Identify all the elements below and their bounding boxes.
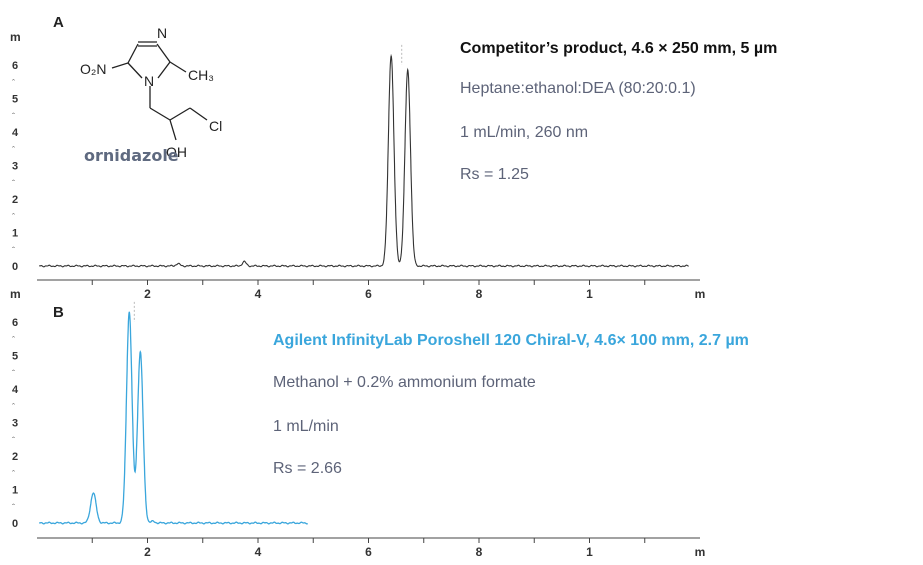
atom-n-ring: N <box>144 73 154 89</box>
x-tick-label: 2 <box>144 287 151 301</box>
y-tick-label: 2 <box>12 194 18 206</box>
y-minor-tick-icon: ˆ <box>12 469 15 479</box>
x-tick-label: 8 <box>476 545 483 559</box>
y-tick-label: 2 <box>12 451 18 463</box>
resolution-a: Rs = 1.25 <box>460 166 529 183</box>
x-axis-label: m <box>695 287 706 301</box>
x-axis-label: m <box>695 545 706 559</box>
y-tick-label: 3 <box>12 161 18 173</box>
y-tick-label: 1 <box>12 228 18 240</box>
method-info-b: Agilent InfinityLab Poroshell 120 Chiral… <box>273 332 749 477</box>
y-axis-label: m <box>10 287 21 301</box>
y-tick-label: 4 <box>12 127 19 139</box>
atom-cl: Cl <box>209 118 222 134</box>
panel-letter-b: B <box>53 304 64 321</box>
y-axis-label: m <box>10 30 21 44</box>
x-tick-label: 8 <box>476 287 483 301</box>
y-minor-tick-icon: ˆ <box>12 145 15 155</box>
peak-apex-2 <box>128 311 130 313</box>
y-tick-label: 4 <box>12 384 19 396</box>
y-minor-tick-icon: ˆ <box>12 402 15 412</box>
y-tick-label: 0 <box>12 518 18 530</box>
y-tick-label: 5 <box>12 351 18 363</box>
x-tick-label: 2 <box>144 545 151 559</box>
x-tick-label: 1 <box>586 545 593 559</box>
chromatogram-trace <box>39 55 689 268</box>
chromatogram-a: m 6 ˆ 5 ˆ 4 ˆ 3 ˆ 2 ˆ 1 ˆ 0 2 4 6 8 1 m <box>10 30 705 301</box>
x-tick-label: 1 <box>586 287 593 301</box>
peak-apex-1 <box>92 492 94 494</box>
y-tick-label: 5 <box>12 94 18 106</box>
y-tick-label: 1 <box>12 485 18 497</box>
conditions-b: 1 mL/min <box>273 418 339 435</box>
x-tick-label: 6 <box>365 545 372 559</box>
chromatogram-b: m 6 ˆ 5 ˆ 4 ˆ 3 ˆ 2 ˆ 1 ˆ 0 2 4 6 8 1 m <box>10 287 705 559</box>
atom-oh: OH <box>166 144 187 160</box>
y-minor-tick-icon: ˆ <box>12 212 15 222</box>
y-minor-tick-icon: ˆ <box>12 178 15 188</box>
y-tick-label: 6 <box>12 60 18 72</box>
ornidazole-structure-icon <box>111 41 208 141</box>
mobile-phase-b: Methanol + 0.2% ammonium formate <box>273 374 536 391</box>
compound-name: ornidazole <box>84 146 179 165</box>
atom-no2: O₂N <box>80 61 106 77</box>
panel-letter-a: A <box>53 14 64 31</box>
method-info-a: Competitor’s product, 4.6 × 250 mm, 5 µm… <box>460 40 778 183</box>
y-minor-tick-icon: ˆ <box>12 78 15 88</box>
y-tick-label: 3 <box>12 418 18 430</box>
atom-n-top: N <box>157 25 167 41</box>
resolution-b: Rs = 2.66 <box>273 460 342 477</box>
y-minor-tick-icon: ˆ <box>12 435 15 445</box>
x-tick-label: 4 <box>255 545 262 559</box>
y-minor-tick-icon: ˆ <box>12 111 15 121</box>
conditions-a: 1 mL/min, 260 nm <box>460 124 589 141</box>
mobile-phase-a: Heptane:ethanol:DEA (80:20:0.1) <box>460 80 696 97</box>
y-tick-label: 6 <box>12 317 18 329</box>
y-minor-tick-icon: ˆ <box>12 335 15 345</box>
y-minor-tick-icon: ˆ <box>12 245 15 255</box>
x-tick-label: 4 <box>255 287 262 301</box>
peak-apex-3 <box>139 351 141 353</box>
column-description-b: Agilent InfinityLab Poroshell 120 Chiral… <box>273 332 749 349</box>
atom-ch3: CH₃ <box>188 67 214 83</box>
y-minor-tick-icon: ˆ <box>12 502 15 512</box>
column-description-a: Competitor’s product, 4.6 × 250 mm, 5 µm <box>460 40 778 57</box>
y-tick-label: 0 <box>12 261 18 273</box>
peak-apex-1 <box>390 54 392 56</box>
chromatogram-trace <box>38 311 309 525</box>
x-tick-label: 6 <box>365 287 372 301</box>
peak-apex-2 <box>407 69 409 71</box>
y-minor-tick-icon: ˆ <box>12 368 15 378</box>
